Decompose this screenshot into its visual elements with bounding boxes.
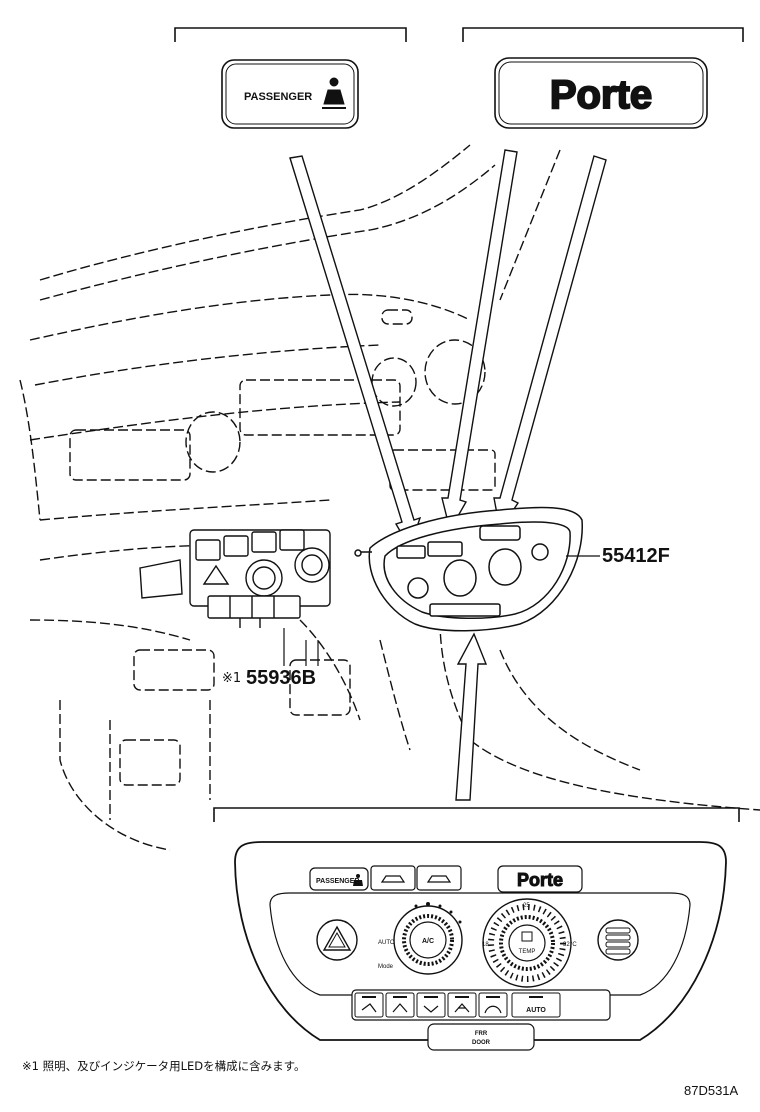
bottom-bracket — [213, 807, 740, 822]
footnote: ※1 照明、及びインジケータ用LEDを構成に含みます。 — [22, 1059, 305, 1073]
mode-bilevel-icon — [392, 1003, 408, 1013]
mode-foot-button[interactable] — [416, 992, 446, 1018]
callout-55412F: 55412F — [602, 545, 670, 567]
porte-badge: Porte — [494, 57, 708, 129]
auto-button-label: AUTO — [526, 1007, 546, 1014]
door-button-bottom: DOOR — [472, 1040, 491, 1046]
dashboard-outline — [19, 144, 760, 851]
ac-knob[interactable]: A/C AUTO Mode — [378, 902, 463, 975]
door-button-top: FRR — [475, 1031, 488, 1037]
passenger-indicator: PASSENGER — [309, 867, 369, 891]
mode-face-icon — [361, 1003, 377, 1013]
rear-defog-button[interactable] — [597, 919, 639, 961]
arrow-1 — [289, 155, 422, 550]
passenger-badge-label: PASSENGER — [244, 91, 312, 103]
figure-id: 87D531A — [684, 1083, 739, 1098]
callout-note-mark: ※1 — [222, 671, 241, 686]
temp-low-label: 18 — [482, 942, 489, 948]
auto-knob-label: AUTO — [378, 940, 395, 946]
temp-knob[interactable]: TEMP 18 32 25 °C — [482, 898, 577, 988]
mode-face-button[interactable] — [354, 992, 384, 1018]
mode-defrost-button[interactable] — [478, 992, 508, 1018]
fresh-air-car-icon — [426, 875, 452, 883]
mode-button-row: AUTO — [351, 989, 611, 1021]
top-bracket-right — [462, 27, 744, 42]
door-button[interactable]: FRR DOOR — [427, 1023, 535, 1051]
seatbelt-icon — [322, 77, 346, 109]
hazard-triangle-icon — [322, 925, 352, 951]
auto-button[interactable]: AUTO — [511, 992, 561, 1018]
mode-defrost-icon — [484, 1005, 502, 1014]
top-bracket-left — [174, 27, 407, 42]
temp-top-label: 25 — [523, 903, 530, 909]
mode-label: Mode — [378, 964, 394, 970]
passenger-badge: PASSENGER — [221, 59, 359, 129]
mode-foot-icon — [423, 1005, 439, 1013]
temp-unit-label: °C — [570, 942, 577, 948]
arrow-3 — [493, 155, 607, 532]
switch-assembly — [139, 529, 331, 628]
callout-leaders — [283, 555, 600, 666]
passenger-indicator-label: PASSENGER — [316, 878, 359, 885]
mode-foot-defrost-button[interactable] — [447, 992, 477, 1018]
recirc-car-icon — [380, 875, 406, 883]
arrow-4 — [455, 632, 488, 801]
mode-foot-defrost-icon — [454, 1003, 470, 1013]
porte-logo-plate: Porte — [497, 865, 583, 893]
rear-defog-icon — [605, 927, 631, 955]
temp-knob-label: TEMP — [519, 949, 536, 955]
porte-badge-logo: Porte — [550, 73, 652, 117]
panel-detail: PASSENGER Porte A/C AUTO — [234, 841, 727, 1051]
porte-logo-plate-text: Porte — [517, 870, 563, 890]
ac-knob-label: A/C — [422, 938, 434, 945]
panel-part-small — [354, 506, 583, 632]
hazard-button[interactable] — [316, 919, 358, 961]
mode-bilevel-button[interactable] — [385, 992, 415, 1018]
recirc-button[interactable] — [370, 865, 416, 891]
fresh-air-button[interactable] — [416, 865, 462, 891]
temp-high-label: 32 — [563, 942, 570, 948]
callout-55936B: 55936B — [246, 667, 316, 689]
